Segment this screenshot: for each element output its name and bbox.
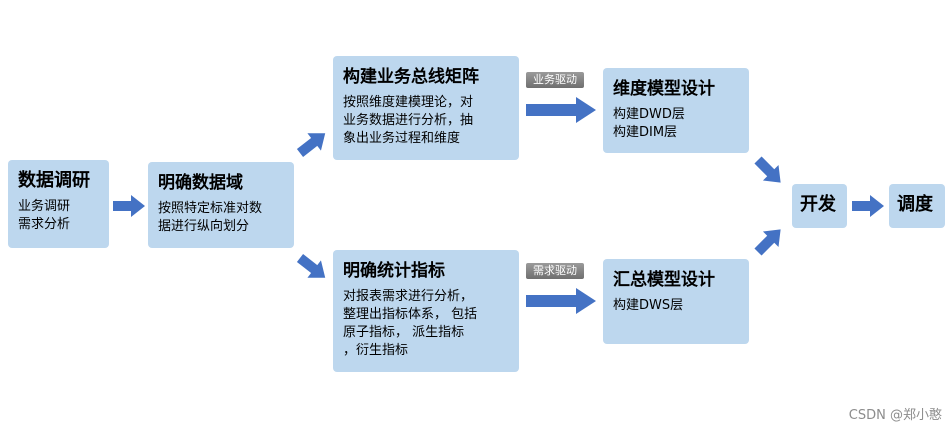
node-develop: 开发 — [792, 184, 847, 228]
arrow-right-icon — [526, 97, 596, 123]
desc-line: 需求分析 — [18, 217, 71, 232]
node-title: 调度 — [897, 194, 933, 215]
desc-line: 按照维度建模理论，对 — [343, 95, 474, 110]
desc-line: 对报表需求进行分析， — [343, 289, 474, 304]
desc-line: 按照特定标准对数 — [158, 201, 263, 216]
node-clarify-metrics: 明确统计指标 对报表需求进行分析， 整理出指标体系， 包括 原子指标， 派生指标… — [333, 250, 519, 372]
desc-line: 业务调研 — [18, 199, 71, 214]
node-desc: 按照维度建模理论，对 业务数据进行分析，抽 象出业务过程和维度 — [343, 94, 509, 148]
node-title: 构建业务总线矩阵 — [343, 67, 479, 87]
arrow-right-icon — [852, 195, 884, 217]
node-desc: 按照特定标准对数 据进行纵向划分 — [158, 200, 284, 236]
node-title: 开发 — [800, 194, 836, 215]
desc-line: 象出业务过程和维度 — [343, 131, 461, 146]
node-title: 明确统计指标 — [343, 261, 445, 281]
node-dimension-model-design: 维度模型设计 构建DWD层 构建DIM层 — [603, 68, 749, 153]
node-schedule: 调度 — [889, 184, 945, 228]
node-desc: 业务调研 需求分析 — [18, 198, 99, 234]
node-aggregate-model-design: 汇总模型设计 构建DWS层 — [603, 259, 749, 344]
node-desc: 对报表需求进行分析， 整理出指标体系， 包括 原子指标， 派生指标 ，衍生指标 — [343, 288, 509, 360]
desc-line: 整理出指标体系， 包括 — [343, 307, 478, 322]
node-title: 汇总模型设计 — [613, 270, 715, 290]
arrow-up-right-icon — [293, 124, 332, 162]
desc-line: 原子指标， 派生指标 — [343, 325, 465, 340]
arrow-right-icon — [526, 288, 596, 314]
node-title: 明确数据域 — [158, 173, 243, 193]
desc-line: 业务数据进行分析，抽 — [343, 113, 474, 128]
node-desc: 构建DWS层 — [613, 297, 739, 315]
arrow-right-icon — [113, 195, 145, 217]
desc-line: ，衍生指标 — [343, 343, 409, 358]
node-desc: 构建DWD层 构建DIM层 — [613, 106, 739, 142]
arrow-up-right-icon — [750, 221, 789, 260]
watermark: CSDN @郑小憨 — [848, 408, 942, 423]
tag-demand-driven: 需求驱动 — [526, 263, 584, 279]
arrow-down-right-icon — [293, 249, 332, 287]
desc-line: 构建DIM层 — [613, 125, 678, 140]
arrow-down-right-icon — [750, 152, 789, 191]
desc-line: 据进行纵向划分 — [158, 219, 250, 234]
node-bus-matrix: 构建业务总线矩阵 按照维度建模理论，对 业务数据进行分析，抽 象出业务过程和维度 — [333, 56, 519, 160]
node-title: 维度模型设计 — [613, 79, 715, 99]
tag-business-driven: 业务驱动 — [526, 72, 584, 88]
node-data-research: 数据调研 业务调研 需求分析 — [8, 160, 109, 248]
node-clarify-domain: 明确数据域 按照特定标准对数 据进行纵向划分 — [148, 162, 294, 248]
desc-line: 构建DWD层 — [613, 107, 685, 122]
node-title: 数据调研 — [18, 170, 90, 191]
desc-line: 构建DWS层 — [613, 298, 684, 313]
